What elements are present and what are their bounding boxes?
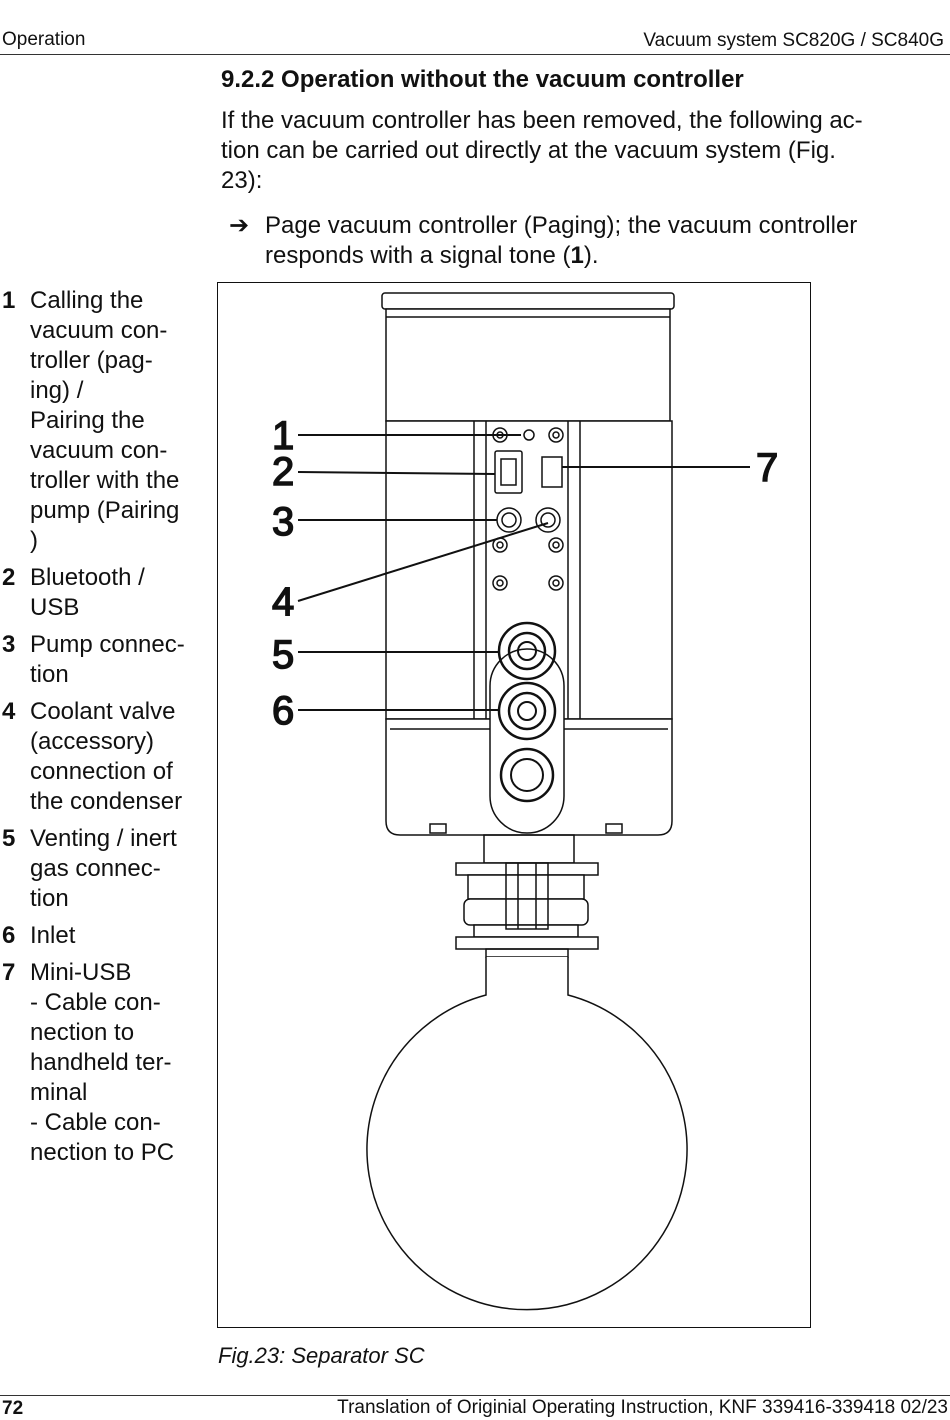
- legend-text-line: Inlet: [30, 922, 76, 949]
- step-ref-number: 1: [570, 242, 584, 269]
- legend-item-7: 7 Mini-USB - Cable con-nection to handheld …: [2, 958, 202, 1168]
- legend-text-line: (accessory): [30, 728, 155, 755]
- intro-line: 23):: [221, 167, 263, 194]
- legend-text-line: tion: [30, 661, 69, 688]
- legend-text-line: Calling the: [30, 287, 144, 314]
- legend-text-line: minal: [30, 1079, 88, 1106]
- arrow-right-icon: ➔: [229, 212, 250, 239]
- intro-line: tion can be carried out directly at the …: [221, 137, 836, 164]
- legend-text-line: Mini-USB: [30, 959, 132, 986]
- callout-3: 3: [272, 500, 294, 544]
- legend-number: 1: [2, 287, 16, 314]
- footer-document-reference: Translation of Originial Operating Instr…: [337, 1397, 948, 1418]
- legend-text-line: troller (pag-: [30, 347, 153, 374]
- step-line: Page vacuum controller (Paging); the vac…: [265, 212, 858, 239]
- legend-text-line: Pairing the: [30, 407, 145, 434]
- step-text: ).: [583, 242, 599, 269]
- neck-clamp: [455, 834, 599, 958]
- callout-1: 1: [272, 414, 294, 458]
- legend-text-line: nection to PC: [30, 1139, 175, 1166]
- legend-number: 2: [2, 564, 16, 591]
- header-document-title: Vacuum system SC820G / SC840G: [643, 30, 944, 51]
- legend-text-line: ): [30, 527, 38, 554]
- step-line: responds with a signal tone (1).: [265, 241, 929, 271]
- legend-text-line: Bluetooth /: [30, 564, 145, 591]
- legend-text-line: Coolant valve: [30, 698, 176, 725]
- legend-text-line: Venting / inert: [30, 825, 177, 852]
- legend-text-line: the condenser: [30, 788, 183, 815]
- legend-item-6: 6 Inlet: [2, 921, 202, 951]
- figure-caption: Fig.23: Separator SC: [218, 1343, 425, 1368]
- legend-number: 5: [2, 825, 16, 852]
- legend-text-line: vacuum con-: [30, 317, 168, 344]
- footer-divider: [0, 1395, 950, 1396]
- legend-text-line: troller with the: [30, 467, 180, 494]
- legend-item-2: 2 Bluetooth / USB: [2, 563, 202, 623]
- callout-6: 6: [272, 689, 294, 733]
- intro-paragraph: If the vacuum controller has been remove…: [221, 106, 921, 196]
- legend-number: 6: [2, 922, 16, 949]
- header-section-name: Operation: [2, 29, 86, 50]
- legend-number: 4: [2, 698, 16, 725]
- callout-2: 2: [272, 450, 294, 494]
- step-text: responds with a signal tone (: [265, 242, 571, 269]
- action-step: ➔ Page vacuum controller (Paging); the v…: [229, 211, 929, 271]
- callout-4: 4: [272, 580, 294, 624]
- legend-text-line: pump (Pairing: [30, 497, 180, 524]
- page-number: 72: [2, 1398, 24, 1419]
- legend-number: 3: [2, 631, 16, 658]
- header-divider: [0, 54, 950, 55]
- legend-text-line: - Cable con-: [30, 1109, 161, 1136]
- port-panel: [489, 427, 565, 834]
- legend-item-5: 5 Venting / inert gas connec-tion: [2, 824, 202, 914]
- legend-text-line: tion: [30, 885, 69, 912]
- callout-5: 5: [272, 633, 294, 677]
- intro-line: If the vacuum controller has been remove…: [221, 107, 863, 134]
- glass-flask: [366, 957, 688, 1311]
- legend-text-line: ing) /: [30, 377, 84, 404]
- legend-text-line: handheld ter-: [30, 1049, 172, 1076]
- legend-text-line: - Cable con-: [30, 989, 161, 1016]
- section-title: 9.2.2 Operation without the vacuum contr…: [221, 66, 744, 93]
- legend-item-4: 4 Coolant valve (accessory) connection of th…: [2, 697, 202, 817]
- legend-text-line: vacuum con-: [30, 437, 168, 464]
- callout-leaders: [297, 434, 750, 711]
- legend-text-line: nection to: [30, 1019, 135, 1046]
- legend-item-3: 3 Pump connec-tion: [2, 630, 202, 690]
- legend-item-1: 1 Calling the vacuum con-troller (pag-ing)…: [2, 286, 202, 556]
- top-cap: [381, 292, 675, 422]
- legend-number: 7: [2, 959, 16, 986]
- legend-text-line: USB: [30, 594, 80, 621]
- callout-7: 7: [756, 446, 778, 490]
- figure-separator-sc: 1 2 3 4 5 6 7: [217, 282, 811, 1328]
- legend-text-line: Pump connec-: [30, 631, 185, 658]
- legend-text-line: connection of: [30, 758, 173, 785]
- legend-text-line: gas connec-: [30, 855, 161, 882]
- figure-legend: 1 Calling the vacuum con-troller (pag-ing)…: [2, 286, 202, 1175]
- separator-drawing: 1 2 3 4 5 6 7: [271, 292, 779, 1311]
